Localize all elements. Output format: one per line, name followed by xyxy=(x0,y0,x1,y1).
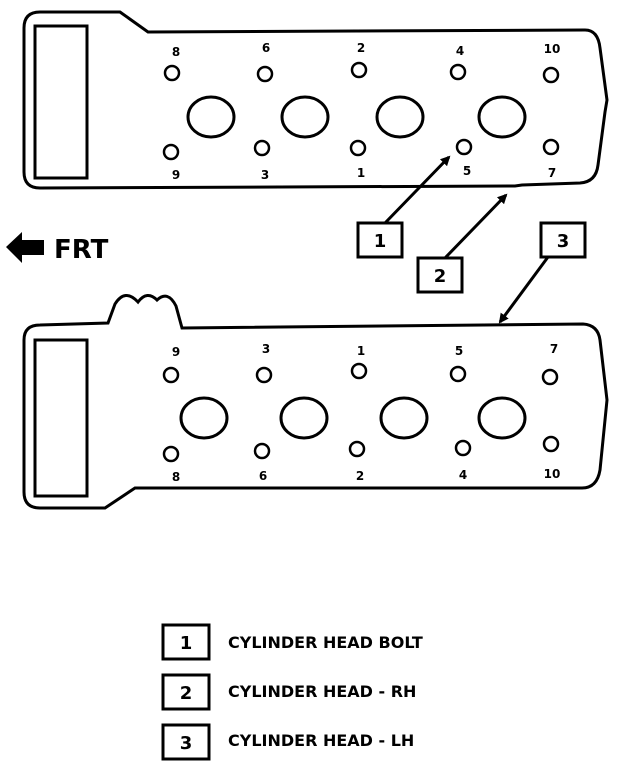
lh-bolt-number: 8 xyxy=(172,470,180,484)
legend-number: 3 xyxy=(180,733,193,754)
rh-bolt-hole xyxy=(449,63,467,81)
rh-combustion-chamber xyxy=(280,95,330,139)
lh-combustion-chamber xyxy=(279,396,329,440)
rh-bolt-hole xyxy=(350,61,368,79)
lh-bolt-hole xyxy=(542,435,560,453)
lh-bolt-hole xyxy=(253,442,271,460)
rh-bolt-hole xyxy=(455,138,473,156)
callout-leader-arrow xyxy=(383,155,451,225)
lh-bolt-number: 5 xyxy=(455,344,463,358)
legend-label: CYLINDER HEAD - RH xyxy=(228,682,416,701)
rh-bolt-number: 8 xyxy=(172,45,180,59)
rh-bolt-hole xyxy=(349,139,367,157)
lh-head-outline xyxy=(22,294,609,510)
lh-bolt-number: 6 xyxy=(259,469,267,483)
cylinder-head-lh: 9 3 1 5 7 8 6 2 4 10 xyxy=(22,294,609,510)
legend-number-box xyxy=(161,673,211,711)
rh-bolt-hole xyxy=(253,139,271,157)
front-direction-indicator: FRT xyxy=(6,232,109,265)
rh-head-outline xyxy=(22,10,609,190)
legend: 1 CYLINDER HEAD BOLT 2 CYLINDER HEAD - R… xyxy=(161,623,423,761)
rh-bolt-number: 4 xyxy=(456,44,464,58)
cylinder-head-rh: 8 6 2 4 10 9 3 1 5 7 xyxy=(22,10,609,190)
callout-leader-arrow xyxy=(498,256,550,324)
lh-bolt-hole xyxy=(454,439,472,457)
rh-bolt-hole xyxy=(163,64,181,82)
front-label: FRT xyxy=(54,235,109,265)
callout-number: 1 xyxy=(374,231,387,252)
legend-label: CYLINDER HEAD BOLT xyxy=(228,633,423,652)
legend-number: 1 xyxy=(180,633,193,654)
rh-combustion-chamber xyxy=(186,95,236,139)
rh-bolt-number: 9 xyxy=(172,168,180,182)
callouts: 1 2 3 xyxy=(356,155,587,324)
callout-box xyxy=(356,221,404,259)
rh-bolt-number: 1 xyxy=(357,166,365,180)
rh-combustion-chamber xyxy=(375,95,425,139)
lh-combustion-chamber xyxy=(379,396,429,440)
lh-bolt-number: 2 xyxy=(356,469,364,483)
rh-bolt-hole xyxy=(162,143,180,161)
rh-bolt-number: 3 xyxy=(261,168,269,182)
callout-number: 3 xyxy=(557,231,570,252)
lh-bolt-hole xyxy=(162,366,180,384)
legend-label: CYLINDER HEAD - LH xyxy=(228,731,414,750)
rh-bolt-number: 10 xyxy=(544,42,561,56)
callout-box xyxy=(416,256,464,294)
callout-box xyxy=(539,221,587,259)
rh-bolt-number: 6 xyxy=(262,41,270,55)
lh-bolt-number: 4 xyxy=(459,468,467,482)
lh-bolt-hole xyxy=(255,366,273,384)
callout-leader-arrow xyxy=(443,193,508,260)
lh-head-end-pad xyxy=(33,338,89,498)
rh-bolt-hole xyxy=(542,138,560,156)
lh-bolt-hole xyxy=(348,440,366,458)
rh-head-end-pad xyxy=(33,24,89,180)
rh-bolt-hole xyxy=(542,66,560,84)
lh-bolt-number: 7 xyxy=(550,342,558,356)
lh-combustion-chamber xyxy=(477,396,527,440)
lh-bolt-number: 9 xyxy=(172,345,180,359)
legend-number-box xyxy=(161,723,211,761)
rh-bolt-number: 7 xyxy=(548,166,556,180)
lh-bolt-hole xyxy=(162,445,180,463)
rh-combustion-chamber xyxy=(477,95,527,139)
lh-bolt-number: 3 xyxy=(262,342,270,356)
lh-bolt-hole xyxy=(350,362,368,380)
rh-bolt-number: 2 xyxy=(357,41,365,55)
lh-bolt-hole xyxy=(449,365,467,383)
lh-bolt-hole xyxy=(541,368,559,386)
front-arrow-icon xyxy=(6,232,44,263)
callout-number: 2 xyxy=(434,266,447,287)
legend-number-box xyxy=(161,623,211,661)
rh-bolt-number: 5 xyxy=(463,164,471,178)
lh-bolt-number: 10 xyxy=(544,467,561,481)
legend-number: 2 xyxy=(180,683,193,704)
rh-bolt-hole xyxy=(256,65,274,83)
lh-combustion-chamber xyxy=(179,396,229,440)
lh-bolt-number: 1 xyxy=(357,344,365,358)
